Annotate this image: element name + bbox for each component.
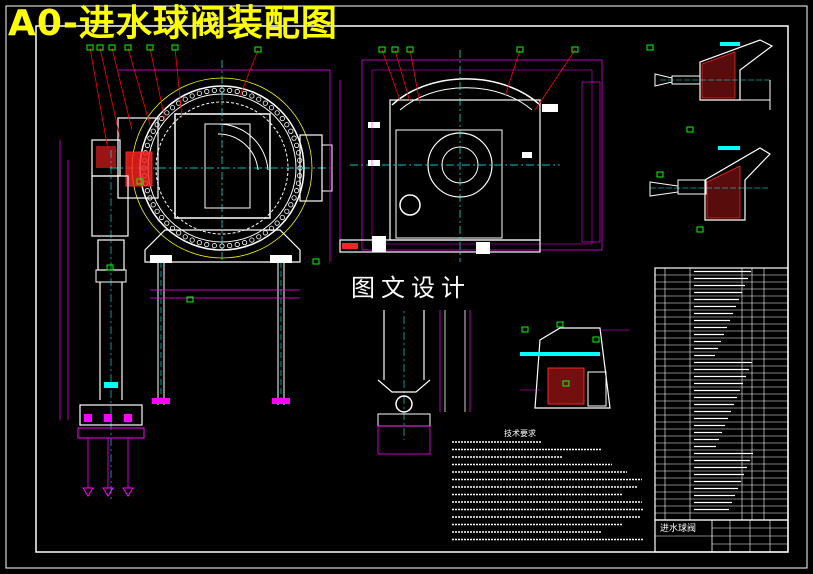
side-view: [339, 49, 603, 262]
part-balloon: [96, 44, 104, 51]
bolt-mark: [150, 128, 156, 134]
bolt-mark: [154, 122, 160, 128]
bolt-mark: [262, 230, 268, 236]
part-balloon: [521, 326, 529, 333]
bolt-mark: [274, 110, 280, 116]
part-balloon: [656, 171, 664, 178]
bolt-mark: [211, 87, 217, 93]
bolt-mark: [234, 241, 240, 248]
bolt-mark: [189, 237, 195, 243]
part-balloon: [686, 126, 694, 133]
bolt-mark: [144, 188, 150, 194]
bolt-mark: [154, 208, 160, 214]
outer-frame: [5, 5, 808, 569]
part-balloon: [646, 44, 654, 51]
bolt-mark: [189, 93, 195, 99]
front-view: [59, 60, 341, 420]
bolt-mark: [279, 214, 285, 221]
bolt-mark: [144, 142, 150, 148]
bom-rows: [655, 270, 788, 514]
bolt-mark: [227, 243, 233, 249]
bolt-mark: [295, 180, 302, 186]
bolt-ring: [141, 87, 303, 249]
part-balloon: [516, 46, 524, 53]
bolt-mark: [159, 214, 165, 221]
bolt-mark: [294, 142, 300, 148]
part-balloon: [556, 321, 564, 328]
bolt-mark: [242, 90, 248, 96]
bolt-mark: [211, 243, 217, 249]
bolt-mark: [256, 96, 262, 102]
bolt-mark: [242, 240, 248, 246]
bolt-mark: [291, 195, 297, 201]
lower-column-view: [377, 300, 471, 455]
bolt-mark: [234, 88, 240, 95]
bolt-mark: [262, 100, 268, 106]
bolt-mark: [169, 105, 176, 111]
front-view-leaders: [89, 47, 259, 151]
part-balloon: [86, 44, 94, 51]
bolt-mark: [196, 90, 202, 96]
bolt-mark: [284, 208, 290, 214]
servomotor-column: [77, 150, 145, 500]
part-balloon: [696, 226, 704, 233]
bolt-mark: [196, 240, 202, 246]
title-block: [654, 519, 789, 553]
part-balloon: [254, 46, 262, 53]
bolt-mark: [274, 220, 280, 226]
bolt-mark: [204, 241, 210, 248]
bolt-mark: [182, 96, 188, 102]
part-balloon: [124, 44, 132, 51]
part-balloon: [562, 380, 570, 387]
part-balloon: [571, 46, 579, 53]
bolt-mark: [256, 234, 262, 240]
bolt-mark: [182, 234, 188, 240]
bolt-mark: [164, 110, 170, 116]
part-balloon: [171, 44, 179, 51]
part-balloon: [186, 296, 194, 303]
bolt-mark: [164, 220, 170, 226]
part-balloon: [312, 258, 320, 265]
part-balloon: [136, 178, 144, 185]
drawing-title: A0-进水球阀装配图: [8, 3, 338, 44]
bolt-mark: [288, 202, 294, 208]
bolt-mark: [227, 87, 233, 93]
part-balloon: [146, 44, 154, 51]
bolt-mark: [294, 188, 300, 194]
part-balloon: [108, 44, 116, 51]
watermark-text: 图文设计: [336, 268, 486, 308]
bolt-mark: [150, 202, 156, 208]
part-balloon: [378, 46, 386, 53]
bolt-mark: [291, 135, 297, 141]
bolt-mark: [295, 150, 302, 156]
bolt-mark: [268, 105, 275, 111]
bolt-mark: [284, 122, 290, 128]
bolt-mark: [288, 128, 294, 134]
bolt-mark: [279, 115, 285, 122]
bolt-mark: [159, 115, 165, 122]
part-balloon: [592, 336, 600, 343]
technical-notes-lines: [452, 441, 644, 541]
part-balloons: [86, 44, 704, 387]
bolt-mark: [176, 230, 182, 236]
detail-views: [520, 39, 774, 409]
bolt-mark: [204, 88, 210, 95]
bom-table: [654, 267, 789, 521]
part-balloon: [406, 46, 414, 53]
titleblock-name: 进水球阀: [660, 524, 697, 534]
bolt-mark: [249, 237, 255, 243]
bolt-mark: [249, 93, 255, 99]
part-balloon: [391, 46, 399, 53]
bolt-mark: [147, 135, 153, 141]
part-balloon: [106, 264, 114, 271]
notes-title: 技术要求: [504, 429, 536, 438]
